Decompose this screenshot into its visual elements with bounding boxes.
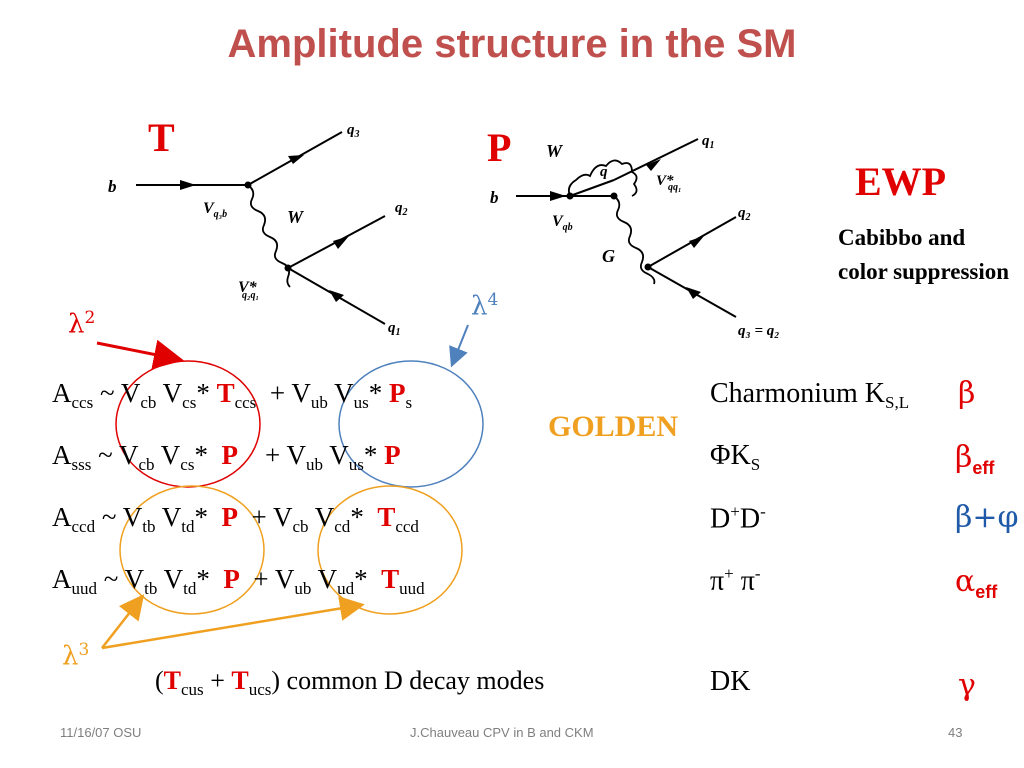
ckm-angle: βeff <box>955 440 995 478</box>
tree-b-text: b <box>108 177 117 196</box>
lambda2-label: λ2 <box>68 308 96 340</box>
footer-center: J.Chauveau CPV in B and CKM <box>410 725 594 740</box>
decay-mode: ΦKS <box>710 440 761 474</box>
penguin-q-line <box>569 138 699 197</box>
circle-penguin-top <box>338 360 484 488</box>
ckm-angle: γ <box>958 668 976 703</box>
tree-w-propagator <box>247 184 291 288</box>
tree-label: T <box>148 115 175 160</box>
circle-tree-bottom <box>317 485 463 615</box>
tree-q1-text: q1 <box>388 320 401 338</box>
arrow-lambda3-left <box>101 594 145 649</box>
ewp-label: EWP <box>855 159 947 204</box>
decay-mode: DK <box>710 666 751 697</box>
penguin-q2-line <box>647 216 737 268</box>
ckm-angle: β+φ <box>955 500 1019 535</box>
tree-b-line <box>136 180 248 190</box>
amplitude-row: Accs ~ Vcb Vcs* Tccs + Vub Vus* Ps <box>52 378 413 412</box>
tree-feynman-diagram: b q3 W q2 q1 Vq₃b V*q₂q₁ <box>108 122 408 338</box>
golden-label: GOLDEN <box>548 410 679 443</box>
tree-q1-line <box>287 267 386 325</box>
tree-w-text: W <box>287 207 305 227</box>
penguin-q3eq-text: q₃ = q₂ <box>738 323 780 339</box>
decay-mode: π+ π- <box>710 564 761 597</box>
arrow-lambda4 <box>449 324 469 368</box>
penguin-feynman-diagram: b W q q1 V*qq₁ Vqb q2 G q₃ = q₂ <box>490 133 780 339</box>
ckm-angle: αeff <box>955 564 998 602</box>
penguin-w-text: W <box>546 141 564 161</box>
penguin-vqb-text: Vqb <box>552 213 573 233</box>
amplitude-row: Auud ~ Vtb Vtd* P + Vub Vud* Tuud <box>52 564 425 598</box>
tree-q2-text: q2 <box>395 200 408 218</box>
page-number: 43 <box>948 725 963 740</box>
amplitude-row: Accd ~ Vtb Vtd* P + Vcb Vcd* Tccd <box>52 502 419 536</box>
penguin-q3-line <box>647 266 737 318</box>
arrow-lambda2 <box>96 339 184 370</box>
penguin-q2-text: q2 <box>738 205 751 223</box>
tree-vbot-text: V*q₂q₁ <box>238 279 259 301</box>
ckm-angle: β <box>958 376 976 411</box>
amplitude-row: Asss ~ Vcb Vcs* P + Vub Vus* P <box>52 440 401 474</box>
tree-vtop-text: Vq₃b <box>203 200 227 220</box>
common-d-line: (Tcus + Tucs) common D decay modes <box>155 666 545 699</box>
penguin-label: P <box>487 125 512 170</box>
decay-mode: D+D- <box>710 502 766 535</box>
ewp-note: Cabibbo and color suppression <box>838 225 1010 284</box>
lambda3-label: λ3 <box>62 640 90 672</box>
arrow-lambda3-right <box>101 596 365 650</box>
penguin-gluon <box>613 195 656 285</box>
footer-date: 11/16/07 OSU <box>60 725 142 740</box>
penguin-w-loop <box>567 159 638 197</box>
penguin-b-text: b <box>490 188 499 207</box>
circle-penguin-bottom <box>119 485 265 615</box>
circle-tree-top <box>115 360 261 488</box>
penguin-vqq-text: V*qq₁ <box>656 173 682 193</box>
tree-q3-text: q3 <box>347 122 360 140</box>
tree-q2-line <box>287 215 386 269</box>
lambda4-label: λ4 <box>471 290 499 322</box>
penguin-q-text: q <box>600 164 608 180</box>
slide-title: Amplitude structure in the SM <box>227 22 797 66</box>
penguin-q1-text: q1 <box>702 133 715 151</box>
penguin-g-text: G <box>602 246 615 266</box>
tree-q3-line <box>247 131 343 186</box>
decay-mode: Charmonium KS,L <box>710 378 910 412</box>
